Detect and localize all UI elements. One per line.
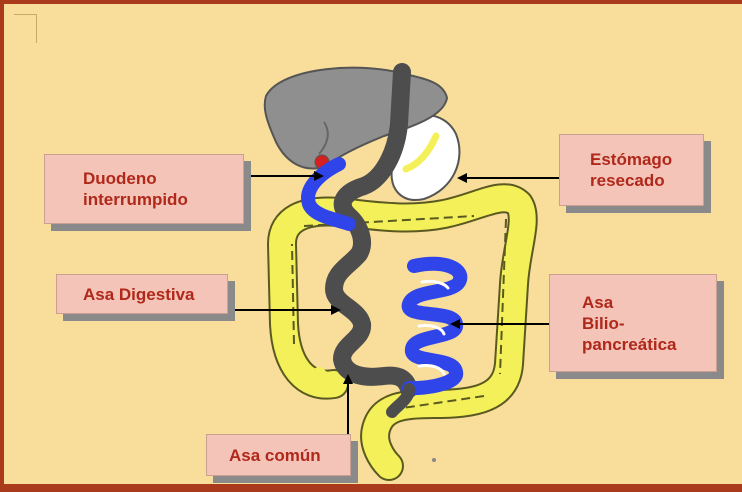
label-asa-digestiva: Asa Digestiva xyxy=(56,274,228,314)
label-estomago-text: Estómago resecado xyxy=(590,149,672,191)
label-estomago-resecado: Estómago resecado xyxy=(559,134,704,206)
digestive-anatomy-illustration xyxy=(4,4,742,484)
label-asa-comun-text: Asa común xyxy=(229,445,321,466)
colon xyxy=(282,198,523,466)
small-dot xyxy=(432,458,436,462)
label-asa-comun: Asa común xyxy=(206,434,351,476)
label-asa-biliopancreatica: Asa Bilio- pancreática xyxy=(549,274,717,372)
label-asa-bilio-text: Asa Bilio- pancreática xyxy=(582,292,677,355)
label-duodeno-interrumpido: Duodeno interrumpido xyxy=(44,154,244,224)
label-asa-digestiva-text: Asa Digestiva xyxy=(83,284,195,305)
label-duodeno-text: Duodeno interrumpido xyxy=(83,168,188,210)
